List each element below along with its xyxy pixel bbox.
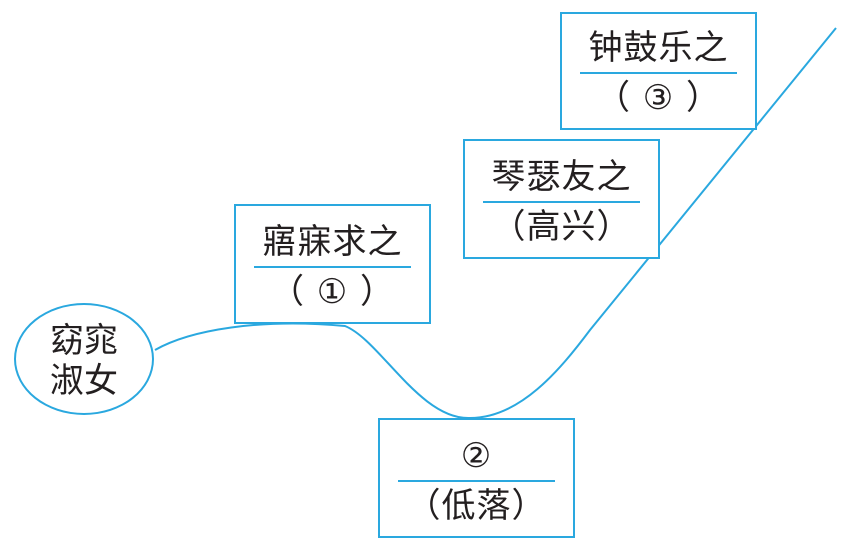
- start-node-oval: 窈窕 淑女: [14, 303, 154, 415]
- node-joy-blank: （ ③ ）: [595, 78, 722, 118]
- node-pursue: 寤寐求之 （ ① ）: [234, 204, 431, 324]
- node-pursue-divider: [254, 266, 411, 268]
- start-node-line1: 窈窕: [50, 321, 118, 361]
- node-low-emotion: （低落）: [406, 486, 547, 526]
- node-pursue-title: 寤寐求之: [262, 222, 403, 262]
- start-node-line2: 淑女: [50, 361, 118, 401]
- node-joy: 钟鼓乐之 （ ③ ）: [560, 12, 757, 130]
- node-low-divider: [398, 480, 555, 482]
- node-friend: 琴瑟友之 （高兴）: [463, 139, 660, 259]
- node-joy-divider: [580, 72, 737, 74]
- node-friend-divider: [483, 201, 640, 203]
- connector-curve: [154, 27, 837, 420]
- node-friend-title: 琴瑟友之: [491, 157, 632, 197]
- node-joy-title: 钟鼓乐之: [588, 28, 729, 68]
- node-low-blank: ②: [460, 436, 493, 476]
- node-low: ② （低落）: [378, 418, 575, 538]
- node-friend-emotion: （高兴）: [491, 207, 632, 247]
- node-pursue-blank: （ ① ）: [269, 272, 396, 312]
